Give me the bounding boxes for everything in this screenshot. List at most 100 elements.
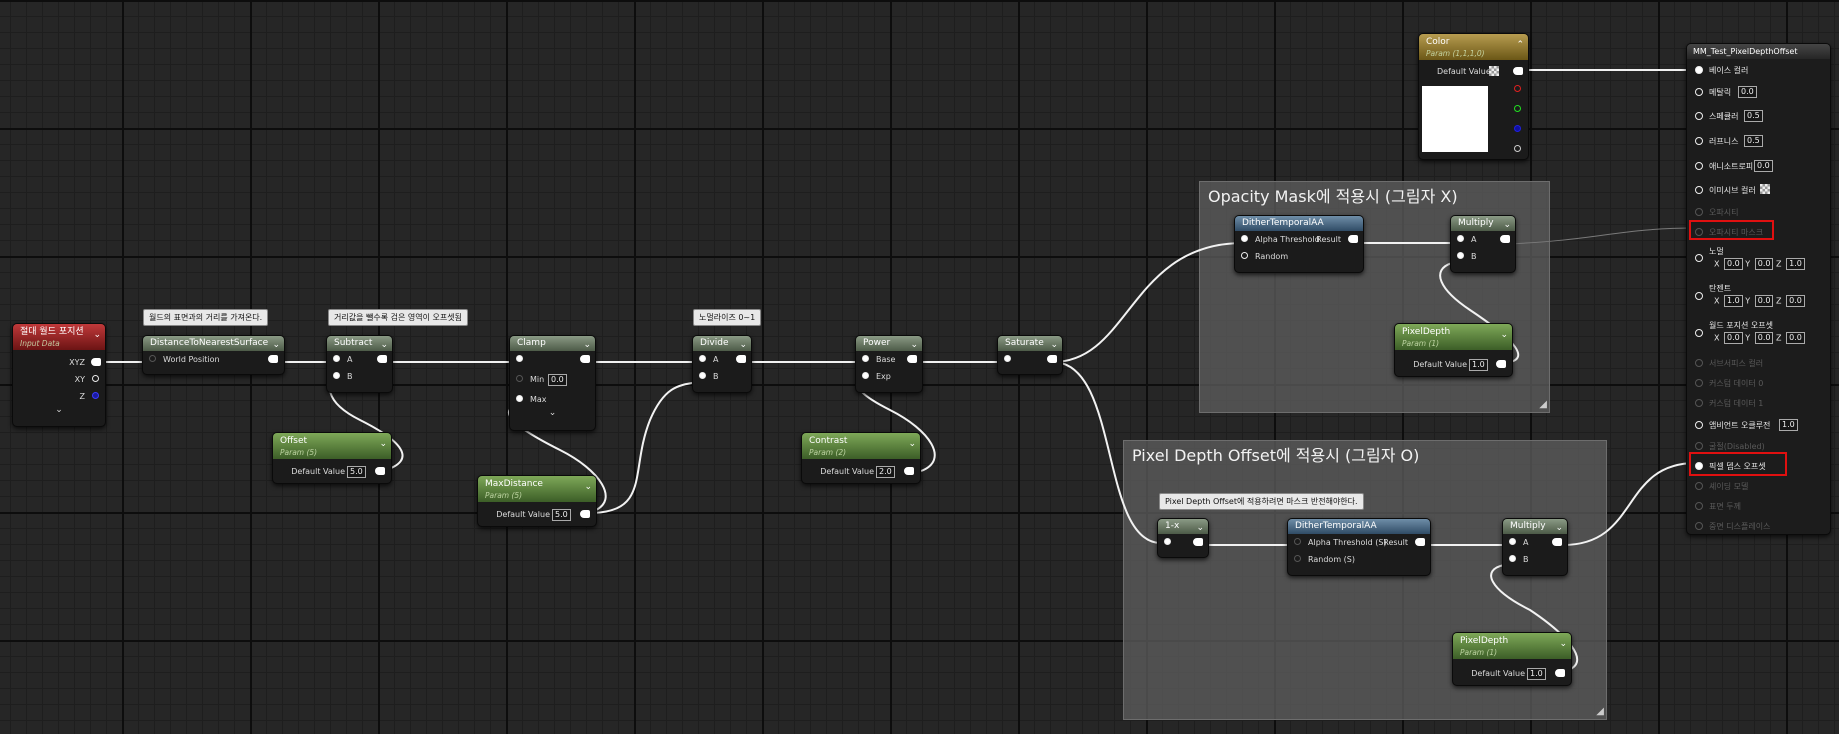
chevron-down-icon[interactable]: ⌄ [380,340,388,350]
alpha-channel-pin-icon[interactable] [1514,145,1521,152]
input-pin-icon[interactable] [1695,292,1703,300]
node-dither-temporal-aa-2[interactable]: DitherTemporalAA Alpha Threshold (S) Res… [1287,518,1431,576]
chevron-down-icon[interactable]: ⌄ [1559,639,1567,649]
chevron-down-icon[interactable]: ⌄ [910,340,918,350]
node-header[interactable]: Contrast Param (2) ⌄ [802,433,920,459]
output-pin-icon[interactable] [1500,235,1510,243]
chevron-down-icon[interactable]: ⌄ [908,439,916,449]
input-pin-icon[interactable] [1695,88,1703,96]
node-header[interactable]: Saturate ⌄ [998,336,1062,351]
output-pin-icon[interactable] [1555,669,1565,677]
input-pin-icon[interactable] [1164,538,1171,545]
output-pin-icon[interactable] [736,355,746,363]
normal-z-field[interactable]: 1.0 [1786,258,1805,270]
input-pin-icon[interactable] [862,372,869,379]
input-pin-icon[interactable] [1695,254,1703,262]
node-multiply-2[interactable]: Multiply ⌄ A B [1502,518,1568,576]
output-pin-icon[interactable] [375,467,385,475]
node-clamp[interactable]: Clamp ⌄ Min 0.0 Max ⌄ [509,335,596,431]
node-multiply-1[interactable]: Multiply ⌄ A B [1450,215,1516,273]
chevron-down-icon[interactable]: ⌄ [1196,523,1204,533]
output-pin-icon[interactable] [580,355,590,363]
input-pin-icon[interactable] [1695,137,1703,145]
output-pin-icon[interactable] [1193,538,1203,546]
output-pin-icon[interactable] [904,467,914,475]
node-dither-temporal-aa-1[interactable]: DitherTemporalAA Alpha Threshold Result … [1234,215,1364,273]
node-maxdistance-param[interactable]: MaxDistance Param (5) ⌄ Default Value 5.… [477,475,597,527]
node-header[interactable]: Divide ⌄ [693,336,751,351]
input-pin-icon[interactable] [1509,555,1516,562]
input-pin-icon[interactable] [1457,252,1464,259]
expand-chevron-icon[interactable]: ⌄ [55,405,63,415]
output-pin-icon[interactable] [1513,67,1523,75]
node-pixeldepth-param-2[interactable]: PixelDepth Param (1) ⌄ Default Value 1.0 [1452,632,1572,686]
expand-chevron-icon[interactable]: ⌄ [548,408,557,418]
node-header[interactable]: 절대 월드 포지션 Input Data ⌄ [13,324,105,350]
chevron-down-icon[interactable]: ⌄ [583,340,591,350]
node-offset-param[interactable]: Offset Param (5) ⌄ Default Value 5.0 [272,432,392,484]
chevron-up-icon[interactable]: ⌃ [1516,40,1524,50]
chevron-down-icon[interactable]: ⌄ [1555,523,1563,533]
specular-value-field[interactable]: 0.5 [1744,110,1763,122]
node-header[interactable]: MM_Test_PixelDepthOffset [1687,44,1830,59]
input-pin-icon[interactable] [333,372,340,379]
ao-value-field[interactable]: 1.0 [1779,419,1798,431]
node-contrast-param[interactable]: Contrast Param (2) ⌄ Default Value 2.0 [801,432,921,484]
normal-y-field[interactable]: 0.0 [1754,258,1774,270]
node-color-param[interactable]: Color Param (1,1,1,0) ⌃ Default Value [1418,33,1529,160]
node-power[interactable]: Power ⌄ Base Exp [855,335,923,393]
input-pin-icon[interactable] [1695,329,1703,337]
default-value-field[interactable]: 5.0 [552,508,571,521]
color-swatch-icon[interactable] [1489,66,1499,76]
resize-grip-icon[interactable]: ◢ [1596,706,1604,717]
chevron-down-icon[interactable]: ⌄ [584,482,592,492]
default-value-field[interactable]: 2.0 [876,465,895,478]
input-pin-icon[interactable] [862,355,869,362]
red-channel-pin-icon[interactable] [1514,85,1521,92]
input-pin-icon[interactable] [1241,252,1248,259]
tangent-z-field[interactable]: 0.0 [1786,295,1805,307]
output-pin-icon[interactable] [1348,235,1358,243]
input-pin-icon[interactable] [516,355,523,362]
tangent-x-field[interactable]: 1.0 [1724,295,1743,307]
output-pin-icon[interactable] [1552,538,1562,546]
node-absolute-world-position[interactable]: 절대 월드 포지션 Input Data ⌄ XYZ XY Z ⌄ [12,323,106,427]
output-pin-icon[interactable] [92,375,99,382]
output-pin-icon[interactable] [907,355,917,363]
input-pin-icon[interactable] [1294,555,1301,562]
output-pin-icon[interactable] [580,510,590,518]
node-header[interactable]: DitherTemporalAA [1288,519,1430,534]
output-pin-icon[interactable] [1047,355,1057,363]
output-pin-icon[interactable] [268,355,278,363]
node-header[interactable]: Multiply ⌄ [1451,216,1515,231]
output-pin-icon[interactable] [92,392,99,399]
node-header[interactable]: 1-x ⌄ [1158,519,1208,534]
node-header[interactable]: DistanceToNearestSurface ⌄ [143,336,284,351]
output-pin-icon[interactable] [377,355,387,363]
input-pin-icon[interactable] [1695,379,1703,387]
input-pin-icon[interactable] [333,355,340,362]
output-pin-icon[interactable] [1496,360,1506,368]
input-pin-icon[interactable] [149,355,156,362]
wpo-y-field[interactable]: 0.0 [1754,332,1774,344]
input-pin-icon[interactable] [516,395,523,402]
node-header[interactable]: MaxDistance Param (5) ⌄ [478,476,596,502]
node-header[interactable]: Color Param (1,1,1,0) ⌃ [1419,34,1528,60]
node-subtract[interactable]: Subtract ⌄ A B [326,335,393,393]
input-pin-icon[interactable] [1695,522,1703,530]
blue-channel-pin-icon[interactable] [1514,125,1521,132]
chevron-down-icon[interactable]: ⌄ [1503,220,1511,230]
node-header[interactable]: Power ⌄ [856,336,922,351]
input-pin-icon[interactable] [1695,482,1703,490]
input-pin-icon[interactable] [1695,399,1703,407]
node-one-minus[interactable]: 1-x ⌄ [1157,518,1209,558]
node-divide[interactable]: Divide ⌄ A B [692,335,752,393]
node-header[interactable]: Subtract ⌄ [327,336,392,351]
chevron-down-icon[interactable]: ⌄ [739,340,747,350]
input-pin-icon[interactable] [1457,235,1464,242]
metallic-value-field[interactable]: 0.0 [1738,86,1757,98]
tangent-y-field[interactable]: 0.0 [1754,295,1774,307]
input-pin-icon[interactable] [1695,421,1703,429]
wpo-x-field[interactable]: 0.0 [1724,332,1743,344]
input-pin-icon[interactable] [1695,162,1703,170]
